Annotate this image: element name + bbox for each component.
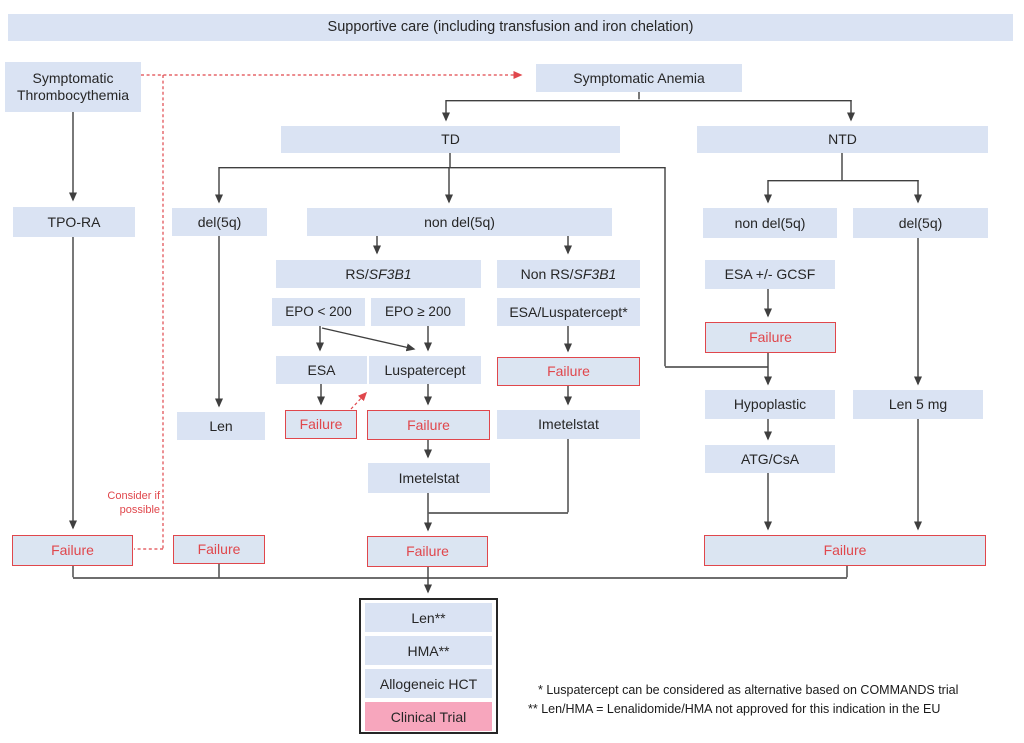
node-non-rs-sf3b1: Non RS/SF3B1 [497,260,640,288]
sf3b1-gene: SF3B1 [573,265,617,282]
sf3b1-gene: SF3B1 [368,265,412,282]
node-failure-imetelstat: Failure [367,536,488,567]
node-rs-sf3b1: RS/SF3B1 [276,260,481,288]
node-failure-luspatercept: Failure [367,410,490,440]
node-tpo-ra: TPO-RA [13,207,135,237]
node-hma-final: HMA** [365,636,492,665]
node-del5q-td: del(5q) [172,208,267,236]
node-non-del5q-td: non del(5q) [307,208,612,236]
node-failure-esa-luspatercept: Failure [497,357,640,386]
node-ntd: NTD [697,126,988,153]
node-non-del5q-ntd: non del(5q) [703,208,837,238]
node-imetelstat-mid: Imetelstat [368,463,490,493]
node-esa-luspatercept: ESA/Luspatercept* [497,298,640,326]
footnote-len-hma: ** Len/HMA = Lenalidomide/HMA not approv… [528,702,941,717]
node-esa-gcsf: ESA +/- GCSF [705,260,835,289]
non-rs-prefix: Non RS/ [520,265,574,282]
consider-if-possible-note: Consider if possible [107,490,160,516]
supportive-care-banner: Supportive care (including transfusion a… [8,14,1013,41]
node-failure-esa: Failure [285,410,357,439]
node-failure-tpo-ra: Failure [12,535,133,566]
node-failure-len: Failure [173,535,265,564]
node-atg-csa: ATG/CsA [705,445,835,473]
node-del5q-ntd: del(5q) [853,208,988,238]
node-luspatercept: Luspatercept [369,356,481,384]
node-imetelstat-right: Imetelstat [497,410,640,439]
node-esa: ESA [276,356,367,384]
footnotes: * Luspatercept can be considered as alte… [528,681,1020,720]
node-symptomatic-thrombocythemia: Symptomatic Thrombocythemia [5,62,141,112]
node-failure-ntd-wide: Failure [704,535,986,566]
node-epo-ge-200: EPO ≥ 200 [371,298,465,326]
node-len: Len [177,412,265,440]
node-len-final: Len** [365,603,492,632]
footnote-luspatercept: * Luspatercept can be considered as alte… [538,683,959,697]
node-clinical-trial: Clinical Trial [365,702,492,731]
node-symptomatic-anemia: Symptomatic Anemia [536,64,742,92]
node-td: TD [281,126,620,153]
node-failure-ntd: Failure [705,322,836,353]
node-allogeneic-hct: Allogeneic HCT [365,669,492,698]
node-hypoplastic: Hypoplastic [705,390,835,419]
node-len-5mg: Len 5 mg [853,390,983,419]
node-epo-lt-200: EPO < 200 [272,298,365,326]
rs-prefix: RS/ [345,265,369,282]
